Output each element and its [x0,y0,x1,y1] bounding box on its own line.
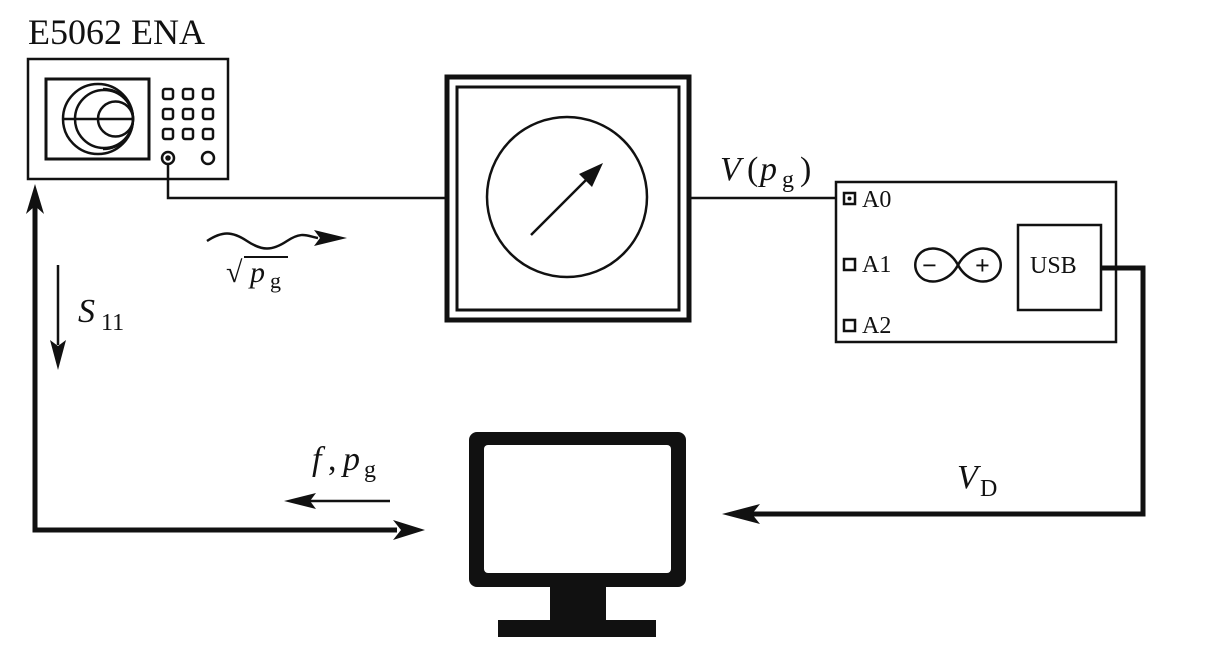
svg-text:(: ( [747,151,758,188]
arduino-board: A0 A1 A2 − + USB [834,180,1118,344]
key [181,87,195,101]
keypad [161,87,215,141]
rf-wave-arrow [206,230,347,250]
svg-text:f: f [312,441,326,478]
sqrt-pg-label: √ p g [226,256,288,293]
arduino-logo-icon: − + [914,247,1002,283]
arrow-head-icon [393,520,425,540]
key [161,127,175,141]
arrow-head-icon [26,184,44,214]
key [181,107,195,121]
meter-dial [485,115,649,279]
svg-text:g: g [782,167,794,193]
svg-text:g: g [270,268,281,293]
svg-text:p: p [341,441,360,478]
meter-needle [530,175,591,236]
arrow-head-icon [50,340,66,370]
pin-a2 [842,318,857,333]
vd-label: V D [957,459,997,502]
rf-cable [166,164,446,200]
svg-text:,: , [328,441,337,478]
key [181,127,195,141]
svg-text:V: V [957,459,982,496]
svg-text:p: p [248,256,265,289]
key [201,107,215,121]
svg-text:g: g [364,457,376,483]
usb-cable [752,265,1146,517]
s11-feedback-line [32,200,397,533]
arrow-head-icon [284,493,316,509]
power-sensor [444,74,692,323]
svg-text:+: + [975,251,990,280]
key [161,107,175,121]
key [201,127,215,141]
key [201,87,215,101]
svg-text:−: − [922,251,937,280]
svg-text:√: √ [226,256,243,289]
smith-chart-icon [61,82,135,156]
pin-label-a1: A1 [862,252,891,278]
v-pg-label: V ( p g ) [720,151,811,193]
svg-text:D: D [980,476,997,502]
key [161,87,175,101]
arrow-head-icon [579,163,603,187]
instrument-title: E5062 ENA [28,12,205,52]
svg-text:p: p [758,151,777,188]
pin-a1 [842,257,857,272]
pin-label-a2: A2 [862,313,891,339]
s11-label: S 11 [78,293,124,336]
svg-text:11: 11 [101,310,124,336]
analyzer-knob [200,150,216,166]
f-pg-label: f , p g [312,441,376,483]
svg-text:V: V [720,151,745,188]
arrow-head-icon [722,504,760,524]
svg-text:S: S [78,293,95,330]
network-analyzer [26,57,230,181]
usb-label: USB [1030,253,1077,279]
svg-text:): ) [800,151,811,188]
computer-monitor-icon [469,432,686,637]
usb-port [1016,223,1103,312]
pin-label-a0: A0 [862,187,891,213]
